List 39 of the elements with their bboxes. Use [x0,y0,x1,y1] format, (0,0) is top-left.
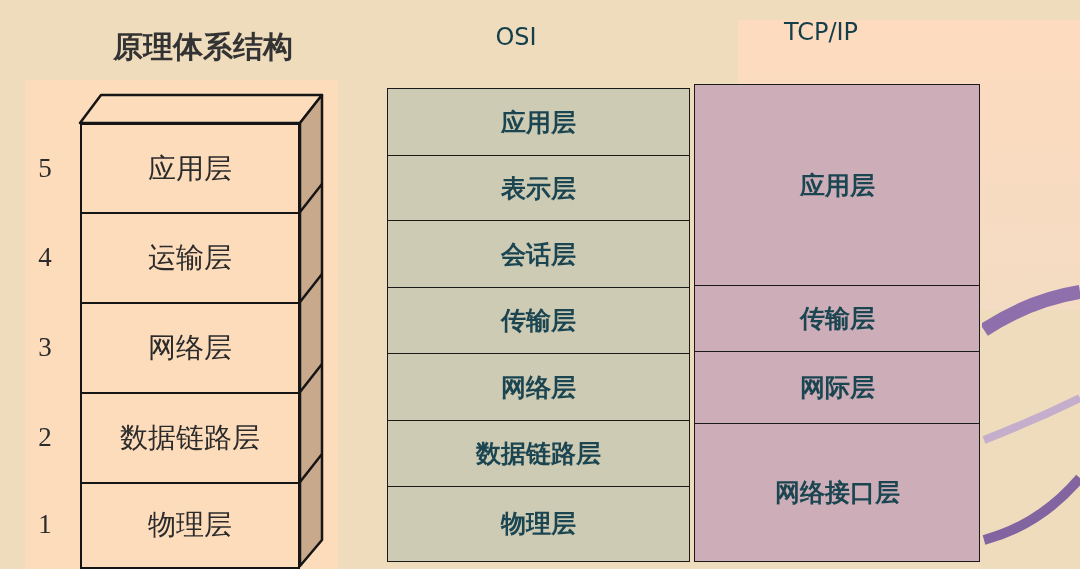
layer-label: 数据链路层 [476,438,601,470]
layer-box [694,285,980,351]
layer-number: 2 [38,422,52,452]
layer-label: 会话层 [501,238,576,271]
layer-label: 网络层 [501,371,576,404]
layer-label: 表示层 [501,172,576,205]
layer-box [387,287,690,353]
layer-number: 4 [38,242,52,272]
layer-label: 网络层 [148,331,232,365]
layer-number: 5 [38,152,52,183]
layer-number: 1 [38,509,52,539]
heading: 原理体系结构 [113,29,293,65]
layer-box [80,482,300,569]
layer-box [387,220,690,287]
layer-label: 应用层 [799,169,875,202]
layer-label: 传输层 [799,303,875,335]
layer-label: 网络接口层 [774,476,900,509]
layer-box [80,302,300,392]
layer-label: 网际层 [799,372,875,404]
layer-box [387,486,690,562]
layer-label: 应用层 [501,106,576,139]
column-heading: TCP/IP [783,17,859,47]
layer-box [387,155,690,220]
layer-box [80,392,300,482]
layer-box [387,420,690,486]
layer-label: 运输层 [148,241,232,275]
layer-box [694,84,980,285]
layer-label: 传输层 [501,305,576,337]
column-heading: OSI [495,22,537,52]
layer-label: 物理层 [501,508,576,541]
layer-number: 3 [38,332,52,362]
layer-label: 数据链路层 [120,421,260,455]
layer-box [387,353,690,420]
layer-label: 物理层 [148,508,232,543]
layer-box [694,351,980,423]
layer-box [80,212,300,302]
layer-box [694,423,980,562]
layer-box [387,88,690,155]
layer-label: 应用层 [148,151,232,186]
